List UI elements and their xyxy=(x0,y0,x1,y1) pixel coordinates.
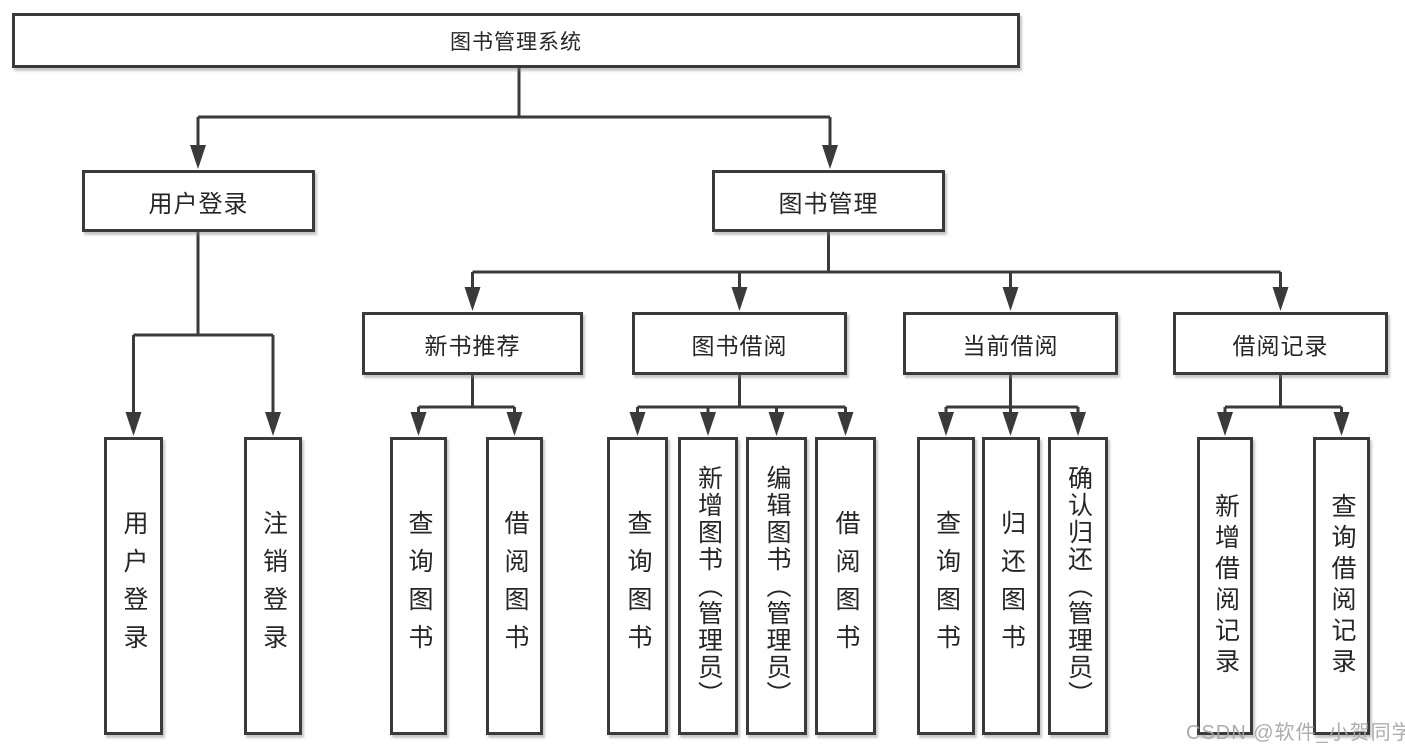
arrowhead-icon xyxy=(938,412,954,436)
node-label: 借阅图书 xyxy=(832,510,860,662)
node-label: 注销登录 xyxy=(259,510,288,662)
node-label: 新增借阅记录 xyxy=(1211,493,1240,679)
leaf-add-book-admin: 新增图书（管理员） xyxy=(678,437,738,735)
arrowhead-icon xyxy=(1333,412,1350,436)
leaf-add-borrow-record: 新增借阅记录 xyxy=(1197,437,1253,735)
arrowhead-icon xyxy=(1002,412,1019,436)
node-label: 用户登录 xyxy=(148,190,249,218)
leaf-logout: 注销登录 xyxy=(244,437,302,735)
arrowhead-icon xyxy=(629,412,646,436)
arrowhead-icon xyxy=(731,287,748,311)
arrowhead-icon xyxy=(1070,412,1086,436)
node-label: 确认归还（管理员） xyxy=(1064,464,1093,708)
node-label: 查询图书 xyxy=(624,510,652,662)
arrowhead-icon xyxy=(464,287,481,311)
node-library-system: 图书管理系统 xyxy=(12,13,1020,68)
node-label: 用户登录 xyxy=(120,510,148,662)
leaf-confirm-return-admin: 确认归还（管理员） xyxy=(1048,437,1108,735)
arrowhead-icon xyxy=(506,412,523,436)
node-label: 当前借阅 xyxy=(962,332,1059,359)
node-book-management: 图书管理 xyxy=(712,170,945,232)
node-label: 归还图书 xyxy=(997,510,1026,662)
arrowhead-icon xyxy=(125,412,142,436)
node-label: 借阅记录 xyxy=(1232,332,1329,359)
connector-current-borrow-children xyxy=(938,375,1086,436)
node-label: 图书管理 xyxy=(778,190,879,218)
arrowhead-icon xyxy=(700,412,716,436)
node-label: 查询图书 xyxy=(405,510,433,662)
leaf-edit-book-admin: 编辑图书（管理员） xyxy=(746,437,807,735)
arrowhead-icon xyxy=(190,145,206,169)
node-label: 查询借阅记录 xyxy=(1328,493,1356,679)
arrowhead-icon xyxy=(1272,287,1289,311)
leaf-borrow-books: 借阅图书 xyxy=(815,437,876,735)
csdn-watermark: CSDN @软件_小贺同学 xyxy=(1186,722,1405,744)
leaf-query-books-borrow: 查询图书 xyxy=(607,437,668,735)
arrowhead-icon xyxy=(265,412,281,436)
connector-user-login-children xyxy=(125,232,281,436)
leaf-borrow-books-recommend: 借阅图书 xyxy=(486,437,543,735)
node-label: 编辑图书（管理员） xyxy=(763,464,791,708)
node-label: 借阅图书 xyxy=(501,510,529,662)
node-borrow-records: 借阅记录 xyxy=(1173,312,1388,375)
node-label: 图书借阅 xyxy=(691,332,788,359)
arrowhead-icon xyxy=(822,145,838,169)
node-label: 新增图书（管理员） xyxy=(694,464,723,708)
leaf-user-login: 用户登录 xyxy=(104,437,163,735)
node-new-book-recommend: 新书推荐 xyxy=(362,312,583,375)
arrowhead-icon xyxy=(1002,287,1019,311)
leaf-return-book: 归还图书 xyxy=(982,437,1040,735)
leaf-query-books-recommend: 查询图书 xyxy=(390,437,447,735)
connector-book-management-children xyxy=(464,232,1289,311)
node-label: 查询图书 xyxy=(932,510,961,662)
node-label: 图书管理系统 xyxy=(450,30,582,54)
node-label: 新书推荐 xyxy=(424,332,521,359)
arrowhead-icon xyxy=(1217,412,1233,436)
connector-book-borrow-children xyxy=(629,375,854,436)
node-current-borrow: 当前借阅 xyxy=(903,312,1118,375)
node-book-borrow: 图书借阅 xyxy=(632,312,847,375)
arrowhead-icon xyxy=(768,412,785,436)
arrowhead-icon xyxy=(837,412,854,436)
arrowhead-icon xyxy=(410,412,427,436)
node-user-login: 用户登录 xyxy=(82,170,315,232)
connector-root-to-level2 xyxy=(190,68,838,169)
leaf-query-books-current: 查询图书 xyxy=(917,437,975,735)
connector-new-book-children xyxy=(410,375,523,436)
leaf-query-borrow-record: 查询借阅记录 xyxy=(1313,437,1370,735)
connector-borrow-records-children xyxy=(1217,375,1350,436)
